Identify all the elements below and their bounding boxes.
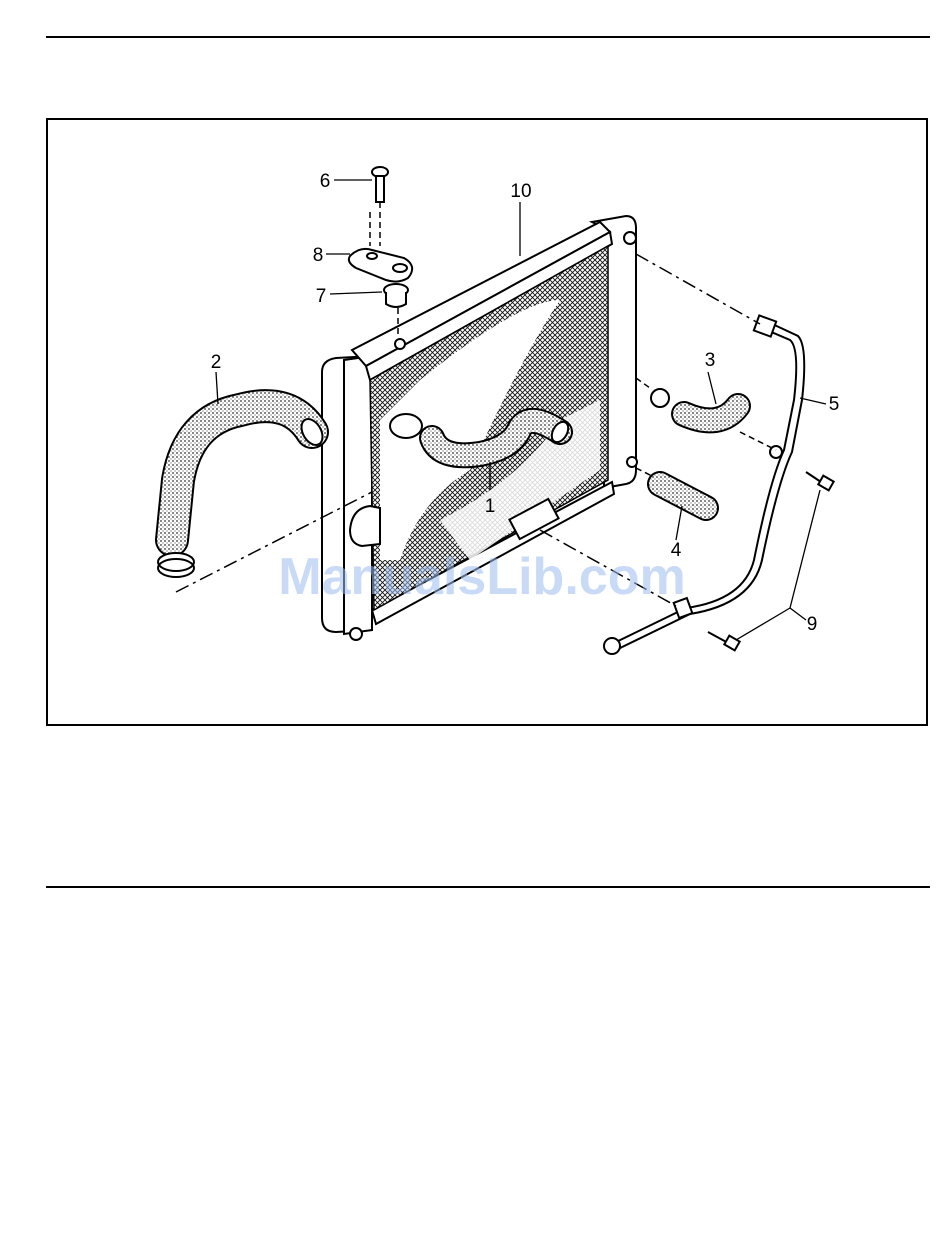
bolt [370, 167, 388, 246]
callout-5: 5 [829, 394, 840, 415]
callout-10: 10 [510, 181, 531, 202]
callout-2: 2 [211, 352, 222, 373]
callout-9: 9 [807, 614, 818, 635]
callout-3: 3 [705, 350, 716, 371]
bracket [349, 249, 412, 282]
callout-1: 1 [485, 496, 496, 517]
callout-7: 7 [316, 286, 327, 307]
callout-8: 8 [313, 245, 324, 266]
callout-6: 6 [320, 171, 331, 192]
lower-hose [636, 468, 706, 508]
watermark: ManualsLib.com [278, 548, 685, 606]
right-hose [636, 378, 738, 420]
